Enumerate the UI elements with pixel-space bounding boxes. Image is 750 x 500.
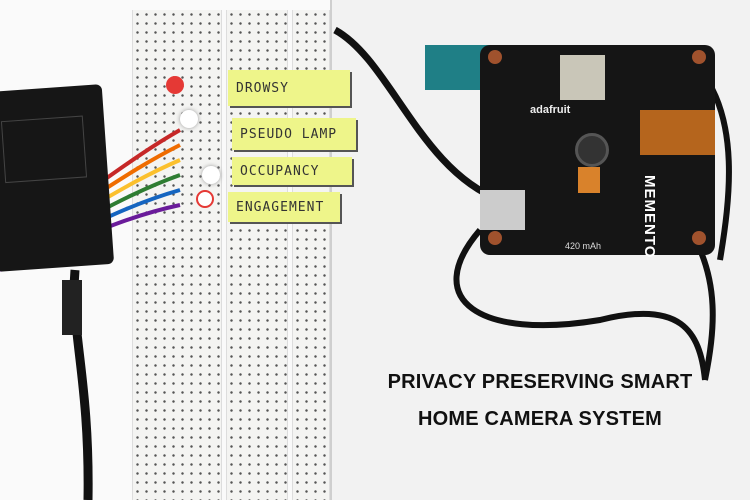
esp-module [0,115,88,184]
esp32-s3-module [560,55,605,100]
led-icon [196,190,214,208]
sticky-note-pseudo-lamp: PSEUDO LAMP [232,118,356,150]
white-led-icon [180,110,198,128]
mount-hole [692,231,706,245]
sticky-note-occupancy: OCCUPANCY [232,157,352,185]
display-flex-cable [640,110,715,155]
usb-plug [62,280,82,335]
caption-line-1: PRIVACY PRESERVING SMART [387,371,693,393]
red-led-icon [166,76,184,94]
mount-hole [692,50,706,64]
adafruit-logo: adafruit [530,104,571,116]
mount-hole [488,50,502,64]
camera-flex [578,167,600,193]
sticky-note-drowsy: DROWSY [228,70,350,106]
caption-line-2: HOME CAMERA SYSTEM [418,408,662,430]
memento-label: MEMENTO [641,175,658,259]
white-led-icon [202,166,220,184]
esp32-board [0,84,115,272]
memento-camera-board: adafruit MEMENTO 420 mAh [480,45,715,259]
usb-c-connector [425,45,490,90]
mount-hole [488,231,502,245]
divider [330,0,332,500]
battery-label: 420 mAh [565,241,602,251]
sd-card-slot [480,190,525,230]
sticky-note-engagement: ENGAGEMENT [228,192,340,222]
camera-lens-icon [575,133,609,167]
